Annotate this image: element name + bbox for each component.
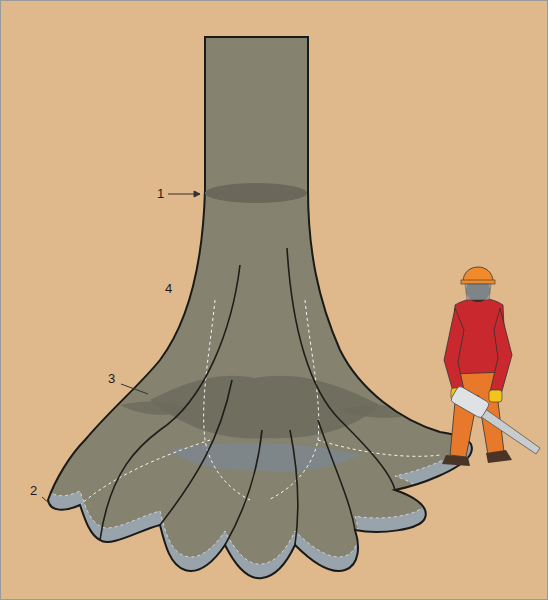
callout-number: 4 <box>165 282 172 295</box>
worker-figure <box>442 267 540 466</box>
callout-number: 1 <box>157 187 164 200</box>
callout-number: 2 <box>30 484 37 497</box>
ridge-line <box>100 248 395 545</box>
callout-number: 3 <box>108 372 115 385</box>
cut-level <box>205 183 307 203</box>
dashed-guide <box>80 300 440 505</box>
trunk-body <box>48 23 472 564</box>
trunk-outline <box>48 37 472 578</box>
leader-line <box>42 191 200 504</box>
